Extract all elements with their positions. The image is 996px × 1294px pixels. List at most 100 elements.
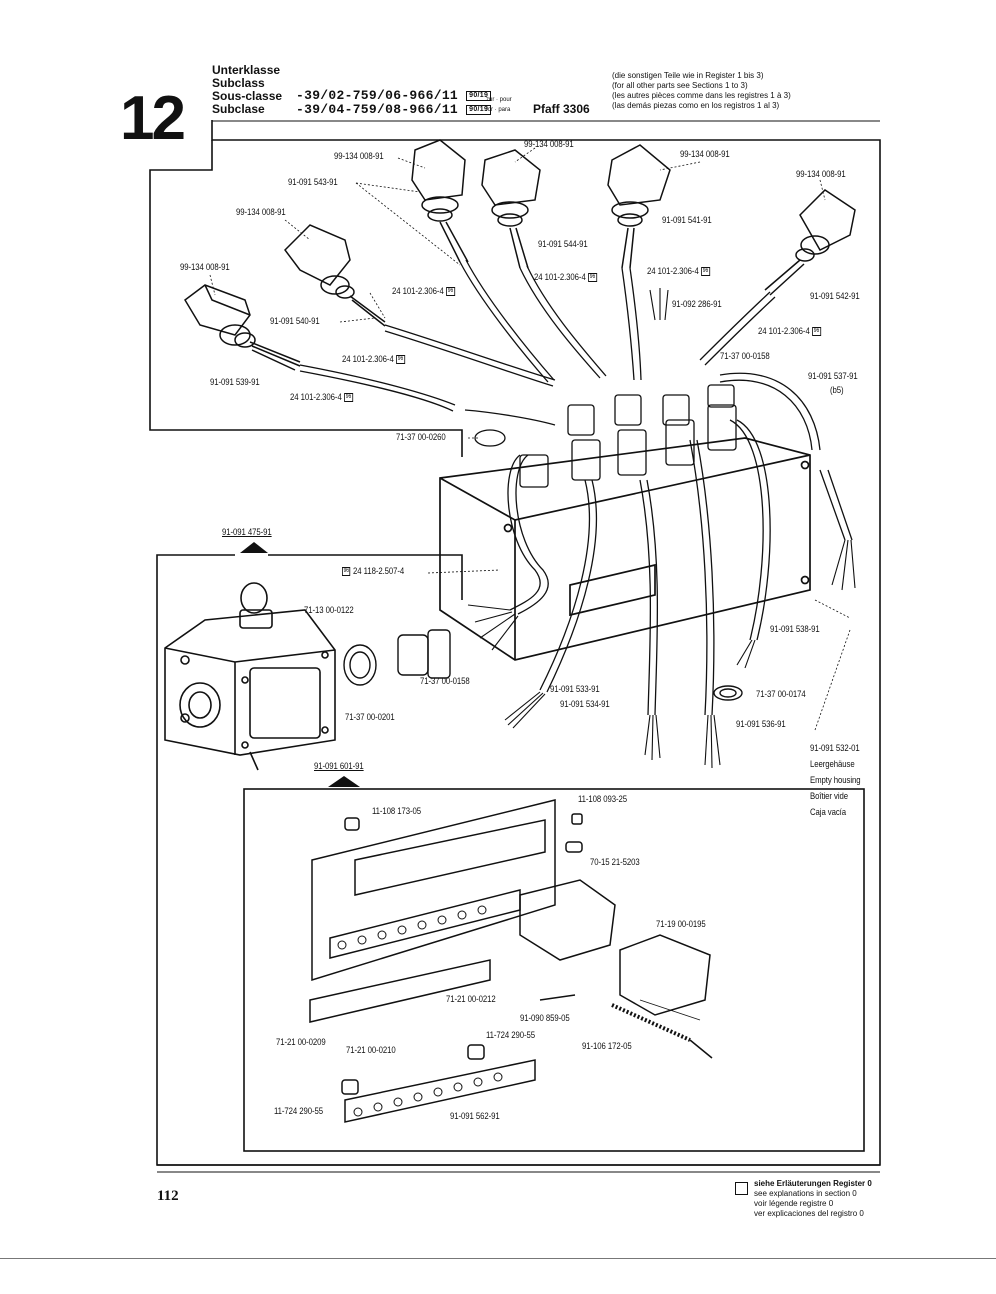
part-label: 71-37 00-0158: [420, 676, 470, 687]
part-label: 99-134 008-91: [524, 139, 574, 150]
class-label-es: Subclase: [212, 102, 265, 116]
part-label: 91-090 859-05: [520, 1013, 570, 1024]
section-number: 12: [120, 84, 186, 153]
for-label-2: for · para: [486, 107, 511, 113]
part-label: 91-091 532-01: [810, 743, 860, 754]
part-label: 11-724 290-55: [274, 1106, 324, 1117]
legend-line-fr: voir légende registre 0: [754, 1199, 834, 1208]
connector-plug: [411, 139, 469, 263]
part-label-text: 24 101-2.306-4: [392, 286, 444, 298]
cable-glands: [474, 384, 737, 488]
for-label: zur · pour: [486, 97, 512, 103]
empty-housing-label-fr: Boîtier vide: [810, 791, 848, 802]
part-label: 99-134 008-91: [680, 149, 730, 160]
part-label-text: 24 101-2.306-4: [342, 354, 394, 366]
part-label: 11-108 173-05: [372, 806, 422, 817]
marker-badge: 96: [396, 355, 405, 364]
connector-plug: [284, 224, 386, 327]
legend-square-icon: [735, 1182, 748, 1195]
class-label-fr: Sous-classe: [212, 89, 283, 103]
part-label: 91-091 542-91: [810, 291, 860, 302]
part-label: 99-134 008-91: [334, 151, 384, 162]
part-label: 91-091 533-91: [550, 684, 600, 695]
part-label: 91-091 539-91: [210, 377, 260, 388]
part-label: 71-21 00-0209: [276, 1037, 326, 1048]
subclass-code-2: -39/04-759/08-966/11 90/19: [296, 102, 492, 117]
model-name: Pfaff 3306: [533, 102, 590, 116]
switch-body: [164, 582, 336, 771]
arrow-marker: [328, 776, 360, 787]
part-label-text: 24 101-2.306-4: [647, 266, 699, 278]
part-label-text: 24 101-2.306-4: [758, 326, 810, 338]
subclass-code-1: -39/02-759/06-966/11 90/19: [296, 88, 492, 103]
page-number: 112: [157, 1188, 179, 1204]
legend-line-es: ver explicaciones del registro 0: [754, 1209, 864, 1218]
marker-badge: 96: [588, 273, 597, 282]
part-label: 91-091 534-91: [560, 699, 610, 710]
part-label: 91-091 601-91: [314, 761, 364, 772]
part-label: 99-134 008-91: [796, 169, 846, 180]
part-label: 11-108 093-25: [578, 794, 628, 805]
empty-housing-label-es: Caja vacía: [810, 807, 846, 818]
part-label: 91-091 562-91: [450, 1111, 500, 1122]
part-label: 91-091 538-91: [770, 624, 820, 635]
arrow-marker: [240, 542, 268, 553]
note-de: (die sonstigen Teile wie in Register 1 b…: [612, 71, 764, 80]
part-label: 71-37 00-0260: [396, 432, 446, 443]
part-label: 71-21 00-0210: [346, 1045, 396, 1056]
wire-ends: [467, 288, 856, 769]
subclass-code-text: -39/02-759/06-966/11: [296, 88, 459, 103]
part-label-text: 24 118-2.507-4: [353, 566, 405, 578]
marker-badge: 96: [812, 327, 821, 336]
class-label-en: Subclass: [212, 76, 265, 90]
part-label: 70-15 21-5203: [590, 857, 640, 868]
part-label: 71-13 00-0122: [304, 605, 354, 616]
part-label: (b5): [830, 385, 844, 396]
note-fr: (les autres pièces comme dans les regist…: [612, 91, 791, 100]
empty-housing-label-en: Empty housing: [810, 775, 861, 786]
empty-housing: [439, 437, 811, 661]
subclass-code-text: -39/04-759/08-966/11: [296, 102, 459, 117]
marker-badge: 96: [344, 393, 353, 402]
terminal-screws: [337, 905, 503, 1117]
code-badge: 90/19: [466, 90, 492, 101]
part-label: 71-37 00-0201: [345, 712, 395, 723]
part-label: 91-091 540-91: [270, 316, 320, 327]
connector-plug: [607, 144, 671, 269]
diagram-frames: [149, 120, 881, 1173]
part-label: 91-091 537-91: [808, 371, 858, 382]
part-label: 71-37 00-0174: [756, 689, 806, 700]
part-label: 91-091 541-91: [662, 215, 712, 226]
part-label: 71-21 00-0212: [446, 994, 496, 1005]
class-label-de: Unterklasse: [212, 63, 281, 77]
part-label: 91-091 543-91: [288, 177, 338, 188]
marker-badge: 96: [342, 567, 351, 576]
connector-plug: [481, 149, 541, 269]
cable: [299, 259, 853, 716]
marker-badge: 96: [701, 267, 710, 276]
page-bottom-rule: [0, 1258, 996, 1259]
code-badge: 90/19: [466, 104, 492, 115]
gland-parts: [343, 629, 743, 701]
part-label-text: 24 101-2.306-4: [290, 392, 342, 404]
legend-line-de: siehe Erläuterungen Register 0: [754, 1179, 872, 1188]
connector-plug: [184, 284, 301, 371]
part-label: 71-37 00-0158: [720, 351, 770, 362]
part-label: 71-19 00-0195: [656, 919, 706, 930]
note-es: (las demás piezas como en los registros …: [612, 101, 780, 110]
part-label: 99-134 008-91: [180, 262, 230, 273]
connector-plug: [764, 189, 856, 296]
part-label: 91-106 172-05: [582, 1041, 632, 1052]
part-label: 91-091 544-91: [538, 239, 588, 250]
legend-line-en: see explanations in section 0: [754, 1189, 857, 1198]
part-label-text: 24 101-2.306-4: [534, 272, 586, 284]
note-en: (for all other parts see Sections 1 to 3…: [612, 81, 748, 90]
